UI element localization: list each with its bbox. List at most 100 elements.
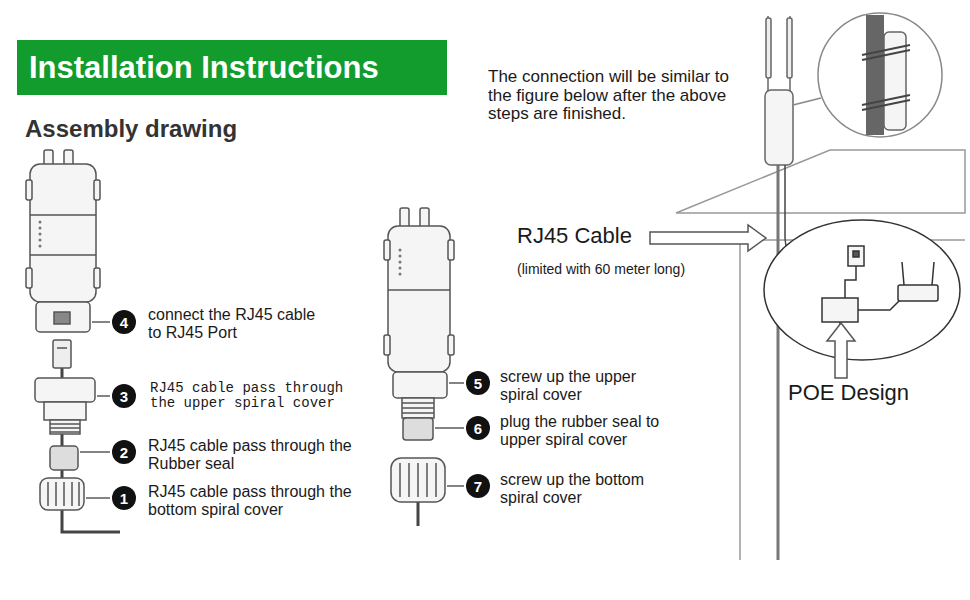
device-body [384,208,454,372]
indoor-inset [764,220,960,360]
indoor-inset [845,266,856,298]
indoor-inset [932,262,934,285]
upper-spiral-cover [50,420,80,434]
rj45-plug [57,347,67,349]
outdoor-ap [766,18,771,78]
callout-number: 5 [466,371,490,395]
step-text: RJ45 cable pass through the upper spiral… [150,381,355,412]
indoor-inset [853,251,859,257]
upper-spiral-cover [402,412,434,414]
callout-text: 2 [120,445,128,460]
bottom-spiral-cover [55,482,57,506]
house [676,150,965,560]
upper-spiral-cover [402,398,434,418]
callout-number: 7 [466,474,490,498]
leader-line [435,383,464,486]
device-body [94,180,100,200]
cable [62,508,120,532]
title-banner: Installation Instructions [17,40,447,95]
section-heading: Assembly drawing [25,116,237,142]
step-text: RJ45 cable pass through the bottom spira… [148,483,363,518]
rubber-seal [403,418,433,440]
cable [417,502,420,526]
device-body [388,289,450,291]
device-body [30,164,96,302]
bottom-spiral-cover [40,478,84,510]
magnifier [866,15,884,135]
note-text: RJ45 Cable [517,224,632,248]
led-dots [39,227,42,230]
note-text: POE Design [788,381,909,405]
bottom-spiral-cover [63,482,65,506]
led-dots [39,233,42,236]
upper-spiral-cover [50,431,80,433]
upper-spiral-cover [50,427,80,429]
device-body [420,208,429,228]
rj45-plug [53,340,71,368]
device-body [26,150,100,332]
note-text: The connection will be similar to the fi… [488,68,753,124]
cable [417,502,420,526]
callout-text: 1 [120,491,128,506]
device-body [30,254,96,256]
leader-line [447,485,464,486]
callout-text: 7 [474,479,482,494]
bottom-spiral-cover [47,482,49,506]
hollow-arrow [650,225,766,251]
step-text: screw up the upper spiral cover [500,368,675,403]
upper-spiral-cover [50,423,80,425]
hollow-arrow [827,323,855,378]
upper-spiral-cover [44,402,86,420]
note-text: (limited with 60 meter long) [517,262,685,277]
indoor-inset [898,285,938,301]
device-body [400,208,409,228]
leader-line [86,497,110,498]
led-dots [399,255,402,258]
leader-line [92,321,110,322]
led-dots [399,267,402,270]
led-dots [39,239,42,242]
upper-spiral-cover [35,378,95,434]
upper-spiral-cover [393,372,447,398]
bottom-spiral-cover [391,458,445,502]
magnifier [862,45,910,110]
led-dots [399,273,402,276]
pole [777,150,780,560]
leader-line [80,322,110,498]
leader-line [449,382,464,383]
bottom-spiral-cover [71,482,73,506]
device-body [388,226,450,372]
led-dots [39,221,42,224]
step-text: plug the rubber seal to upper spiral cov… [500,413,700,448]
leader-line [97,395,110,396]
magnifier [793,98,821,105]
callout-text: 4 [120,315,128,330]
device-body [26,268,32,288]
title-text: Installation Instructions [29,50,379,86]
upper-spiral-cover [35,378,95,402]
step-text: RJ45 cable pass through the Rubber seal [148,437,363,472]
rubber-seal [403,418,433,440]
bottom-spiral-cover [40,478,84,510]
bottom-spiral-cover [391,458,445,502]
pole [777,150,780,560]
step-text: connect the RJ45 cable to RJ45 Port [148,306,318,341]
step-text: screw up the bottom spiral cover [500,471,685,506]
device-body [36,302,90,332]
led-dots [39,221,42,248]
indoor-inset [858,300,900,310]
indoor-inset [902,262,904,285]
led-dots [39,245,42,248]
device-body [448,335,454,355]
bottom-spiral-cover [426,463,428,497]
indoor-inset [848,246,864,266]
device-body [384,240,390,260]
upper-spiral-cover [393,372,447,418]
callout-number: 2 [112,440,136,464]
device-body [94,268,100,288]
device-body [384,335,390,355]
hollow-arrow [650,225,855,378]
rubber-seal [50,446,78,470]
indoor-inset [764,220,960,360]
bottom-spiral-cover [435,463,437,497]
